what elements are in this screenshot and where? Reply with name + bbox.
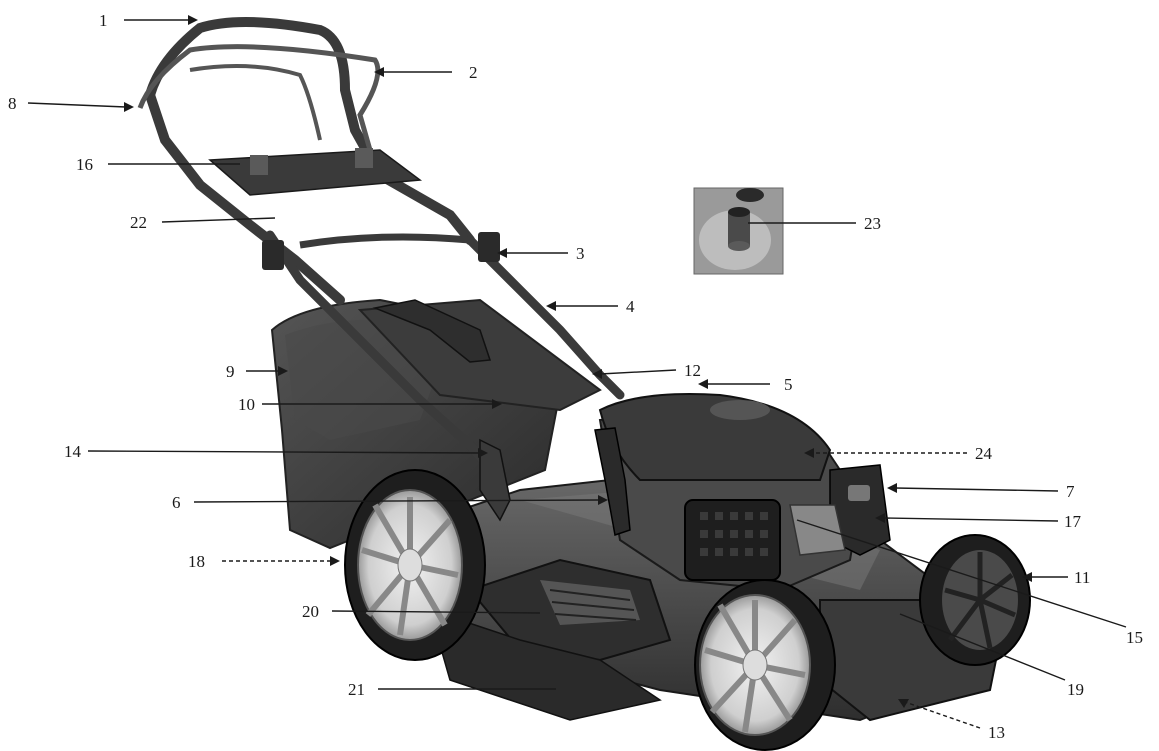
label-11: 11 [1074, 568, 1090, 587]
front-wheel [694, 579, 836, 751]
callout-labels: 1 2 8 16 22 23 3 4 12 5 9 10 14 24 7 6 1… [8, 11, 1143, 742]
label-17: 17 [1064, 512, 1082, 531]
oil-filler [594, 427, 631, 536]
label-14: 14 [64, 442, 82, 461]
muffler [789, 504, 846, 556]
front-right-wheel [919, 534, 1031, 666]
label-8: 8 [8, 94, 17, 113]
label-10: 10 [238, 395, 255, 414]
label-12: 12 [684, 361, 701, 380]
rear-flap [428, 608, 662, 721]
air-filter [684, 499, 781, 581]
label-20: 20 [302, 602, 319, 621]
label-24: 24 [975, 444, 993, 463]
label-5: 5 [784, 375, 793, 394]
label-6: 6 [172, 493, 181, 512]
label-9: 9 [226, 362, 235, 381]
label-4: 4 [626, 297, 635, 316]
upper-handle [145, 17, 475, 245]
bail-lever [137, 44, 381, 151]
label-22: 22 [130, 213, 147, 232]
handle-crossbar [208, 149, 423, 196]
label-23: 23 [864, 214, 881, 233]
label-1: 1 [99, 11, 108, 30]
inset-detail [693, 187, 784, 275]
grass-bag-handle [372, 299, 492, 363]
leader-lines [27, 15, 1127, 729]
label-18: 18 [188, 552, 205, 571]
label-7: 7 [1066, 482, 1075, 501]
label-3: 3 [576, 244, 585, 263]
label-2: 2 [469, 63, 478, 82]
label-15: 15 [1126, 628, 1143, 647]
rear-wheel [344, 469, 486, 661]
label-19: 19 [1067, 680, 1084, 699]
label-16: 16 [76, 155, 93, 174]
mower-illustration [137, 17, 1031, 751]
lower-handle [265, 230, 505, 485]
label-21: 21 [348, 680, 365, 699]
label-13: 13 [988, 723, 1005, 742]
